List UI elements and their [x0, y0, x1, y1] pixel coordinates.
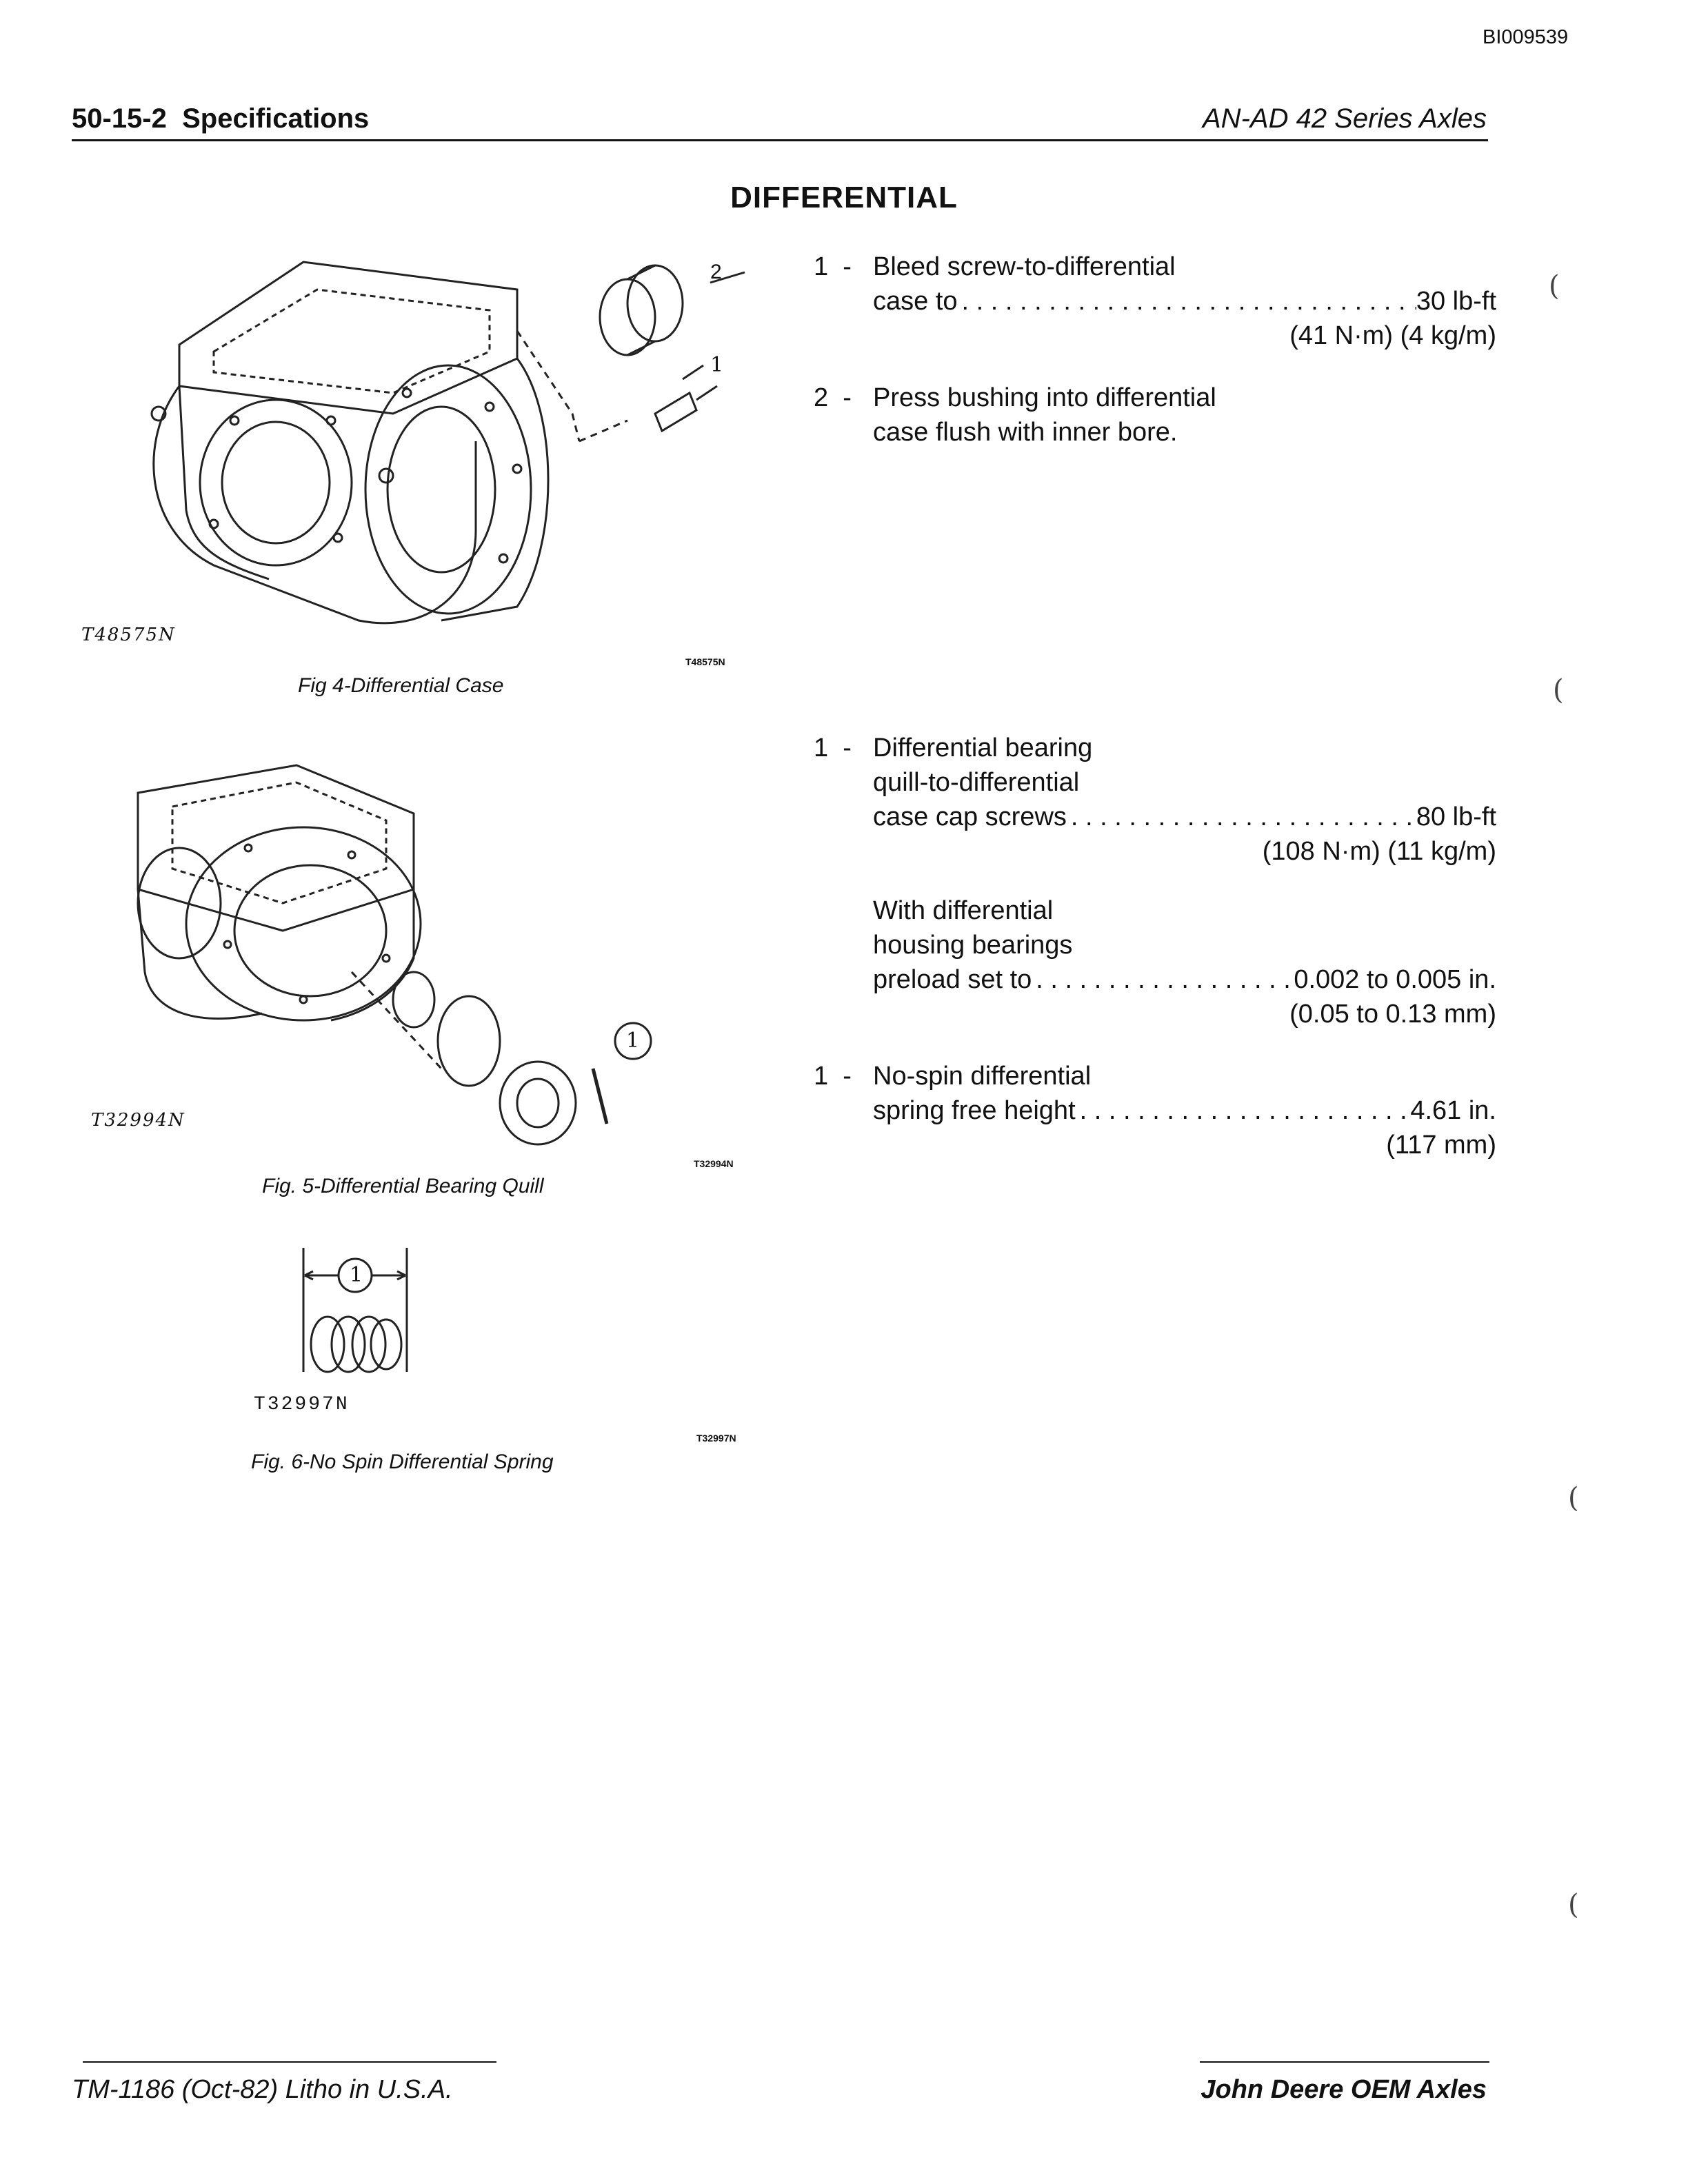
footer-rule — [1200, 2061, 1489, 2063]
margin-mark: ( — [1553, 674, 1564, 706]
spec-label: spring free height — [873, 1096, 1076, 1125]
spec-value: 30 lb-ft — [1416, 287, 1496, 316]
spec-metric: (117 mm) — [1386, 1131, 1496, 1160]
margin-mark: ( — [1568, 1889, 1579, 1921]
spec-value-line: preload set to 0.002 to 0.005 in. — [873, 962, 1496, 997]
footer-publication: TM-1186 (Oct-82) Litho in U.S.A. — [72, 2075, 453, 2104]
figure-id: T32997N — [254, 1394, 350, 1415]
figure-code: T48575N — [685, 656, 725, 667]
spec-metric: (0.05 to 0.13 mm) — [1289, 1000, 1496, 1029]
spec-line: Differential bearing — [873, 734, 1093, 762]
spec-preload: With differential housing bearings prelo… — [814, 893, 1496, 1031]
callout-1: 1 — [710, 353, 724, 377]
spec-label: case cap screws — [873, 802, 1067, 831]
callout-2: 2 — [710, 261, 722, 283]
figure-caption: Fig. 5-Differential Bearing Quill — [262, 1175, 544, 1197]
spec-bleed-screw: 1 - Bleed screw-to-differential case to … — [814, 250, 1496, 353]
header-rule — [72, 139, 1488, 141]
figure-bearing-quill — [137, 764, 652, 1146]
spec-label: case to — [873, 287, 958, 316]
spec-metric: (108 N·m) (11 kg/m) — [1262, 837, 1496, 866]
figure-differential-case — [150, 261, 745, 625]
figure-code: T32997N — [696, 1433, 736, 1444]
callout-1: 1 — [350, 1263, 363, 1287]
callout-1: 1 — [626, 1029, 640, 1053]
figure-code: T32994N — [694, 1158, 734, 1169]
series-heading: AN-AD 42 Series Axles — [1203, 103, 1487, 134]
footer-rule — [83, 2061, 496, 2063]
footer-brand: John Deere OEM Axles — [1200, 2075, 1487, 2104]
spec-press-bushing: 2 - Press bushing into differential case… — [814, 381, 1496, 449]
spec-metric: (41 N·m) (4 kg/m) — [1289, 321, 1496, 350]
page-title: DIFFERENTIAL — [730, 181, 958, 214]
leader-dots — [1067, 800, 1416, 834]
spec-line: Press bushing into differential — [873, 383, 1216, 412]
spec-value: 4.61 in. — [1410, 1096, 1496, 1125]
spec-value: 0.002 to 0.005 in. — [1294, 965, 1496, 994]
figure-caption: Fig. 6-No Spin Differential Spring — [251, 1450, 554, 1473]
spec-value: 80 lb-ft — [1416, 802, 1496, 831]
spec-label: preload set to — [873, 965, 1032, 994]
document-id: BI009539 — [1483, 26, 1569, 48]
section-heading: 50-15-2 Specifications — [72, 103, 370, 134]
figure-caption: Fig 4-Differential Case — [298, 674, 504, 697]
figure-spring — [302, 1248, 408, 1373]
spec-number: 1 - — [814, 252, 852, 281]
spec-line: Bleed screw-to-differential — [873, 252, 1176, 281]
spec-line: With differential — [873, 896, 1054, 925]
margin-mark: ( — [1549, 270, 1560, 302]
figure-id: T32994N — [91, 1110, 185, 1131]
spec-line: case flush with inner bore. — [873, 418, 1178, 447]
spec-spring-height: 1 - No-spin differential spring free hei… — [814, 1059, 1496, 1162]
leader-dots — [1076, 1093, 1411, 1128]
spec-line: housing bearings — [873, 931, 1073, 960]
leader-dots — [958, 284, 1416, 318]
spec-value-line: case to 30 lb-ft — [873, 284, 1496, 318]
spec-number: 1 - — [814, 1062, 852, 1091]
margin-mark: ( — [1568, 1482, 1579, 1514]
spec-line: No-spin differential — [873, 1062, 1092, 1091]
spec-number: 1 - — [814, 734, 852, 762]
spec-bearing-quill: 1 - Differential bearing quill-to-differ… — [814, 731, 1496, 869]
spec-line: quill-to-differential — [873, 768, 1080, 797]
spec-number: 2 - — [814, 383, 852, 412]
leader-dots — [1032, 962, 1294, 997]
figure-id: T48575N — [81, 625, 176, 645]
spec-value-line: spring free height 4.61 in. — [873, 1093, 1496, 1128]
spec-value-line: case cap screws 80 lb-ft — [873, 800, 1496, 834]
